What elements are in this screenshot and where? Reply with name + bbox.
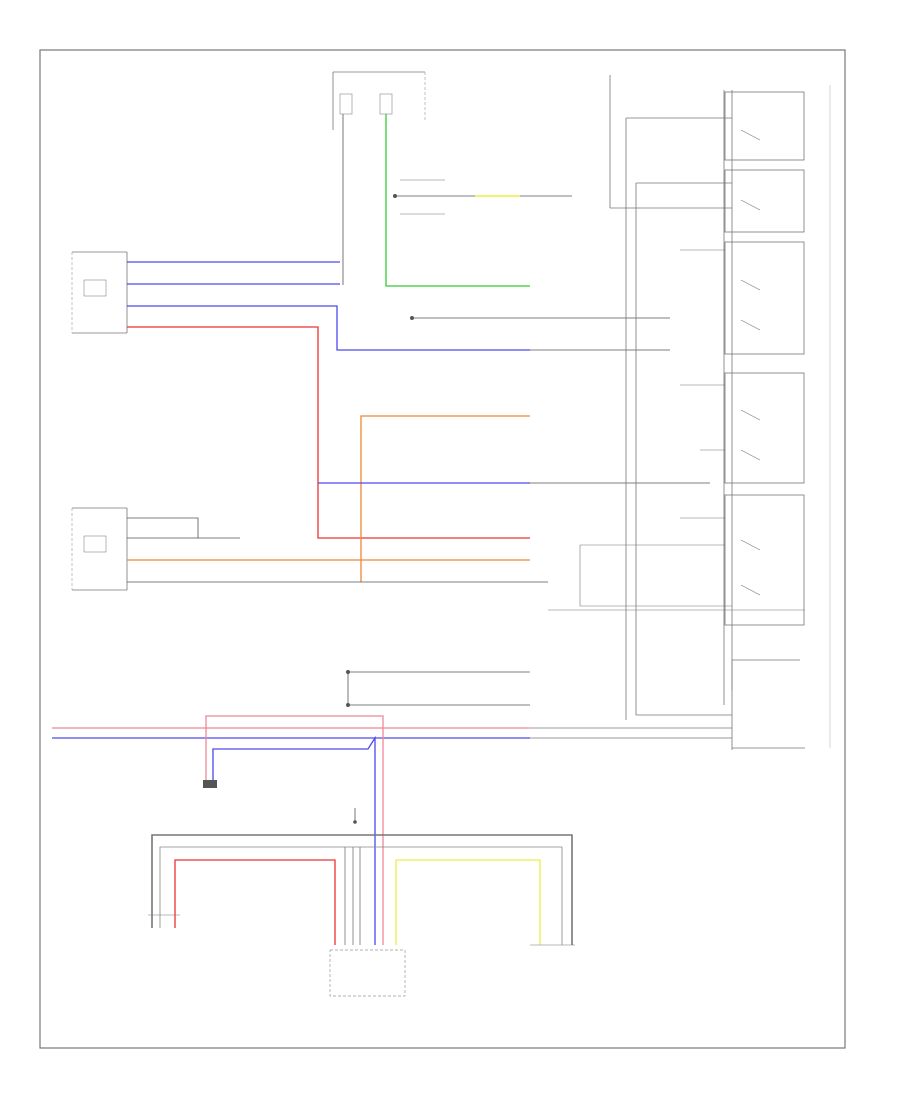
relay-5 [724,494,805,626]
wire-orange [360,415,530,582]
ground-point-lower [410,316,670,320]
sensor-lower [71,507,128,591]
relay-stack [548,75,831,748]
relay-4 [724,372,805,484]
switch-unit [353,808,357,824]
wire-pink-drop [205,715,384,945]
wire-green [385,114,530,287]
dlc-connector [329,949,406,997]
wire-blue-drop [212,735,376,945]
diagram-frame [39,49,846,1049]
relay-3 [724,241,805,355]
fan-motor-module [203,780,217,788]
splice-middle [346,670,530,707]
ground-point-upper [393,179,572,215]
relay-2 [724,169,805,233]
wire-blue-3 [127,305,530,351]
relay-1 [724,91,805,161]
wire-red-main [127,326,530,539]
top-fuse-box [332,71,426,130]
wire-black-sensor-lower [127,517,240,539]
lower-harness [151,834,573,945]
sensor-upper [71,251,128,334]
ecm-unit [731,659,805,750]
